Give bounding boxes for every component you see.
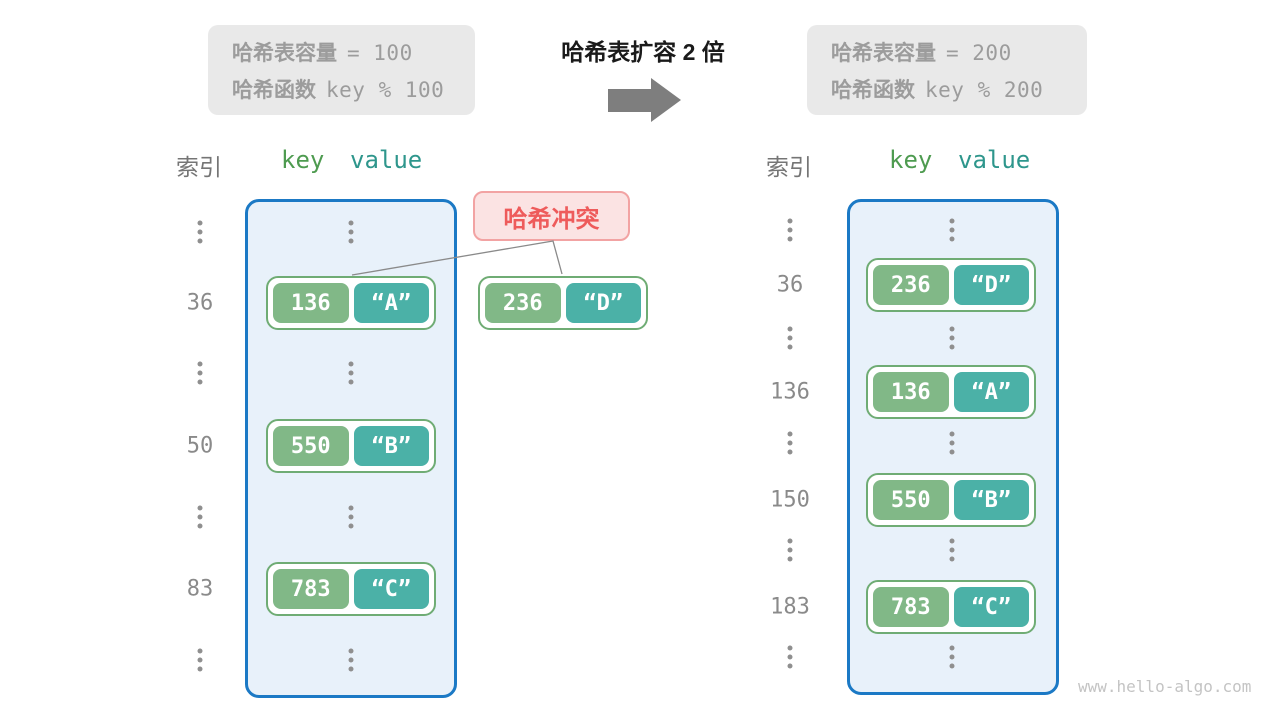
capacity-line: 哈希表容量 = 100 (232, 37, 475, 67)
ellipsis-dots (949, 326, 955, 350)
ellipsis-dots (949, 645, 955, 669)
key-box: 136 (873, 372, 949, 412)
index-column-header: 索引 (766, 154, 812, 180)
value-box: “C” (953, 587, 1029, 627)
ellipsis-dots (197, 505, 203, 529)
key-box: 783 (873, 587, 949, 627)
value-box: “C” (353, 569, 429, 609)
watermark: www.hello-algo.com (1078, 677, 1252, 696)
index-label: 183 (770, 594, 810, 620)
key-box: 550 (873, 480, 949, 520)
ellipsis-dots (787, 326, 793, 350)
kv-pair-236-D-external: 236 “D” (478, 276, 648, 330)
capacity-label: 哈希表容量 (831, 41, 936, 65)
ellipsis-dots (949, 431, 955, 455)
kv-pair-236-D: 236 “D” (866, 258, 1036, 312)
hash-function-line: 哈希函数 key % 200 (831, 74, 1087, 104)
key-column-header: key (889, 146, 933, 174)
kv-pair-550-B: 550 “B” (866, 473, 1036, 527)
index-label: 83 (186, 576, 214, 602)
right-arrow-icon (608, 89, 651, 112)
key-box: 783 (273, 569, 349, 609)
index-label: 136 (770, 379, 810, 405)
right-arrow-head (651, 78, 681, 122)
capacity-value: = 100 (347, 40, 413, 65)
value-box: “B” (353, 426, 429, 466)
ellipsis-dots (348, 648, 354, 672)
ellipsis-dots (197, 220, 203, 244)
kv-pair-136-A: 136 “A” (266, 276, 436, 330)
ellipsis-dots (348, 220, 354, 244)
ellipsis-dots (949, 538, 955, 562)
kv-pair-550-B: 550 “B” (266, 419, 436, 473)
capacity-line: 哈希表容量 = 200 (831, 37, 1087, 67)
hash-function-expr: key % 100 (326, 77, 445, 102)
key-box: 236 (873, 265, 949, 305)
ellipsis-dots (787, 431, 793, 455)
kv-pair-783-C: 783 “C” (266, 562, 436, 616)
ellipsis-dots (348, 505, 354, 529)
value-box: “A” (353, 283, 429, 323)
ellipsis-dots (787, 218, 793, 242)
capacity-box-after: 哈希表容量 = 200 哈希函数 key % 200 (807, 25, 1087, 115)
ellipsis-dots (348, 361, 354, 385)
index-label: 36 (186, 290, 214, 316)
hash-function-expr: key % 200 (925, 77, 1044, 102)
kv-pair-136-A: 136 “A” (866, 365, 1036, 419)
value-box: “D” (953, 265, 1029, 305)
value-box: “A” (953, 372, 1029, 412)
hash-function-label: 哈希函数 (831, 78, 915, 102)
capacity-label: 哈希表容量 (232, 41, 337, 65)
ellipsis-dots (787, 538, 793, 562)
index-column-header: 索引 (176, 154, 222, 180)
index-label: 50 (186, 433, 214, 459)
key-box: 236 (485, 283, 561, 323)
hash-collision-callout: 哈希冲突 (473, 191, 630, 241)
key-box: 550 (273, 426, 349, 466)
capacity-box-before: 哈希表容量 = 100 哈希函数 key % 100 (208, 25, 475, 115)
value-box: “B” (953, 480, 1029, 520)
ellipsis-dots (787, 645, 793, 669)
value-column-header: value (350, 146, 423, 174)
key-column-header: key (281, 146, 325, 174)
value-column-header: value (958, 146, 1031, 174)
index-label: 150 (770, 487, 810, 513)
hash-function-line: 哈希函数 key % 100 (232, 74, 475, 104)
expand-title: 哈希表扩容 2 倍 (561, 39, 725, 65)
value-box: “D” (565, 283, 641, 323)
ellipsis-dots (949, 218, 955, 242)
ellipsis-dots (197, 648, 203, 672)
kv-pair-783-C: 783 “C” (866, 580, 1036, 634)
key-box: 136 (273, 283, 349, 323)
capacity-value: = 200 (946, 40, 1012, 65)
ellipsis-dots (197, 361, 203, 385)
hash-function-label: 哈希函数 (232, 78, 316, 102)
index-label: 36 (776, 272, 804, 298)
